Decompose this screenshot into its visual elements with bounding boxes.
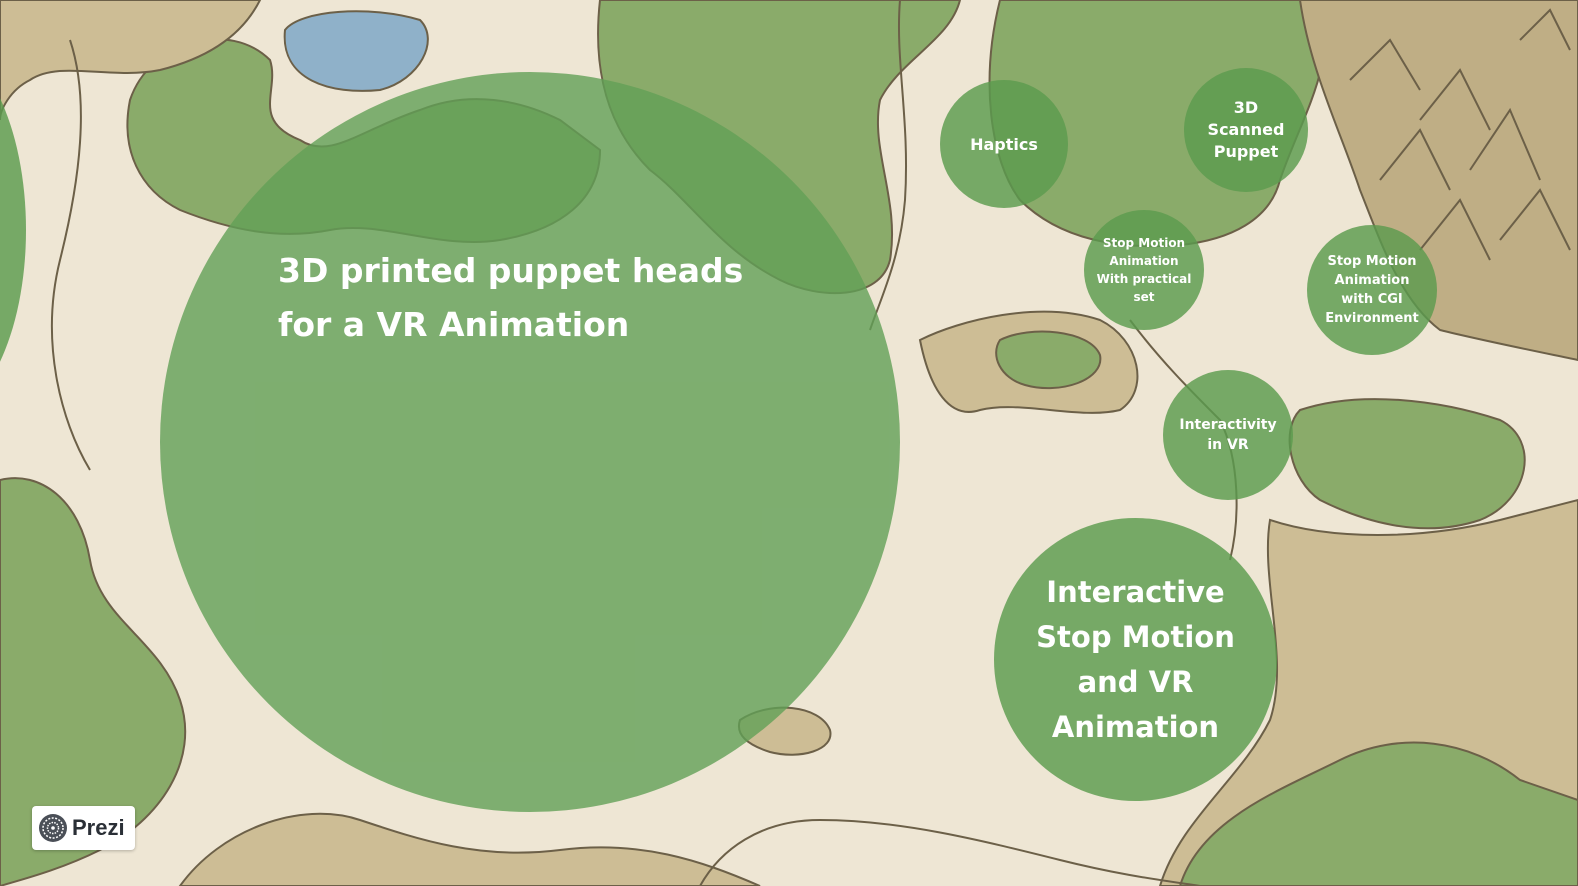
prezi-badge[interactable]: Prezi (32, 806, 135, 850)
cgi-environment-bubble[interactable]: Stop Motion Animation with CGI Environme… (1307, 225, 1437, 355)
main-topic-bubble[interactable]: 3D printed puppet heads for a VR Animati… (160, 72, 900, 812)
main-topic-title: 3D printed puppet heads for a VR Animati… (278, 251, 744, 344)
prezi-label: Prezi (72, 815, 125, 840)
haptics-bubble[interactable]: Haptics (940, 80, 1068, 208)
practical-set-bubble[interactable]: Stop Motion Animation With practical set (1084, 210, 1204, 330)
interactive-stop-motion-label: Interactive Stop Motion and VR Animation (1036, 574, 1235, 744)
prezi-logo-icon (39, 814, 67, 842)
interactivity-vr-bubble[interactable]: Interactivity in VR (1163, 370, 1293, 500)
interactivity-vr-label: Interactivity in VR (1179, 417, 1277, 453)
haptics-label: Haptics (970, 134, 1038, 154)
cgi-environment-label: Stop Motion Animation with CGI Environme… (1325, 254, 1419, 326)
scanned-puppet-bubble[interactable]: 3D Scanned Puppet (1184, 68, 1308, 192)
interactive-stop-motion-bubble[interactable]: Interactive Stop Motion and VR Animation (994, 518, 1277, 801)
practical-set-label: Stop Motion Animation With practical set (1096, 236, 1192, 304)
scanned-puppet-label: 3D Scanned Puppet (1207, 98, 1285, 161)
